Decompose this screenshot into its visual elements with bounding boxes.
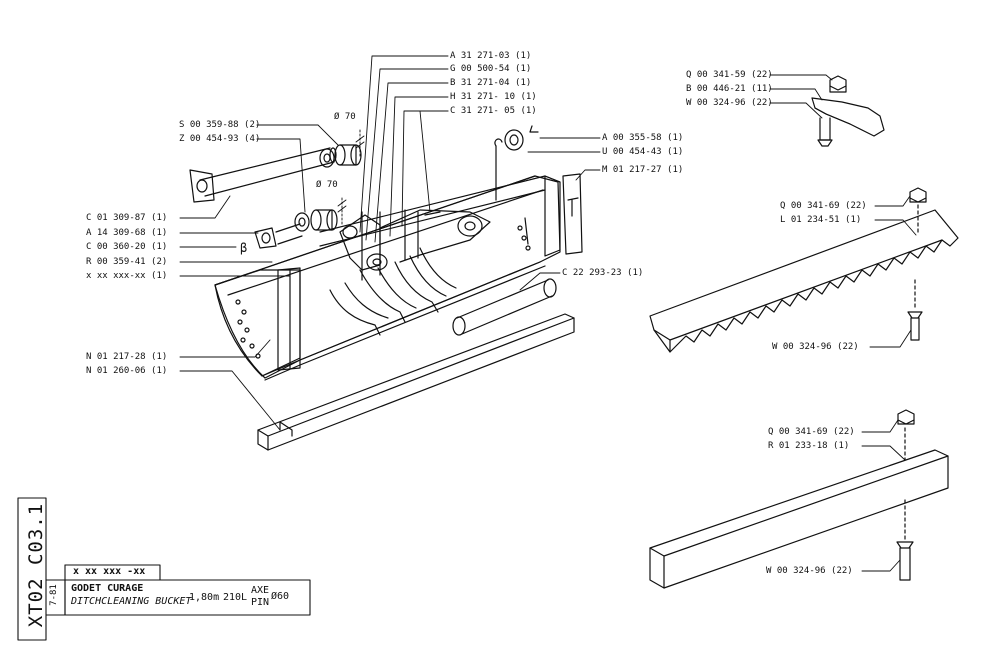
title-english: DITCHCLEANING BUCKET: [71, 596, 192, 607]
pin-c22-293-23: [452, 278, 557, 336]
bushing-top: [319, 144, 362, 168]
part-label: G 00 500-54 (1): [450, 64, 532, 74]
part-label: W 00 324-96 (22): [772, 342, 859, 352]
pin-c01-309-87: [189, 147, 337, 203]
part-label: N 01 217-28 (1): [86, 352, 168, 362]
part-label: H 31 271- 10 (1): [450, 92, 537, 102]
pin-label: PIN: [251, 597, 270, 608]
bucket-width: 1,80m: [189, 592, 220, 603]
part-label: W 00 324-96 (22): [686, 98, 773, 108]
part-label: B 31 271-04 (1): [450, 78, 532, 88]
pin-a14-309-68: [254, 209, 338, 249]
part-label: C 22 293-23 (1): [562, 268, 644, 278]
part-label: L 01 234-51 (1): [780, 215, 862, 225]
part-label: U 00 454-43 (1): [602, 147, 684, 157]
sheet-code-text: XT02 C03.1: [25, 502, 47, 628]
pin-diameter: Ø60: [271, 591, 290, 602]
part-label: Q 00 341-69 (22): [780, 201, 867, 211]
serrated-cutting-edge: [649, 187, 959, 353]
part-label: B 00 446-21 (11): [686, 84, 773, 94]
beta-pin-symbol: β: [240, 241, 248, 255]
title-code-row: x xx xxx -xx: [73, 566, 146, 577]
title-french: GODET CURAGE: [71, 583, 144, 594]
part-label: A 14 309-68 (1): [86, 228, 168, 238]
sheet-date-text: 7-81: [49, 584, 59, 606]
part-label: W 00 324-96 (22): [766, 566, 853, 576]
part-label: A 31 271-03 (1): [450, 51, 532, 61]
sheet-code: XT02 C03.1: [18, 498, 47, 640]
part-label: R 01 233-18 (1): [768, 441, 850, 451]
part-label: x xx xxx-xx (1): [86, 271, 168, 281]
diameter-marker: Ø 70: [334, 112, 356, 122]
part-label: C 31 271- 05 (1): [450, 106, 537, 116]
cotter-pin: [494, 125, 539, 201]
part-label: C 00 360-20 (1): [86, 242, 168, 252]
tooth-assembly: [811, 75, 885, 147]
part-label: A 00 355-58 (1): [602, 133, 684, 143]
wear-strip-m01-217-27: [562, 173, 583, 255]
part-label: Q 00 341-69 (22): [768, 427, 855, 437]
sheet-date: 7-81: [46, 580, 60, 614]
bucket-drawing: [214, 175, 561, 381]
part-label: C 01 309-87 (1): [86, 213, 168, 223]
axe-label: AXE: [251, 585, 270, 596]
diameter-marker: Ø 70: [316, 180, 338, 190]
title-block-frame: [17, 497, 311, 641]
part-label: Z 00 454-93 (4): [179, 134, 261, 144]
cutting-edge-n01-260-06: [257, 313, 575, 451]
leader-lines: [179, 55, 917, 572]
part-label: S 00 359-88 (2): [179, 120, 261, 130]
bucket-capacity: 210L: [223, 592, 248, 603]
part-label: Q 00 341-59 (22): [686, 70, 773, 80]
part-label: R 00 359-41 (2): [86, 257, 168, 267]
part-label: M 01 217-27 (1): [602, 165, 684, 175]
part-label: N 01 260-06 (1): [86, 366, 168, 376]
title-block: x xx xxx -xx GODET CURAGE DITCHCLEANING …: [65, 565, 310, 615]
flat-cutting-edge: [649, 409, 949, 589]
